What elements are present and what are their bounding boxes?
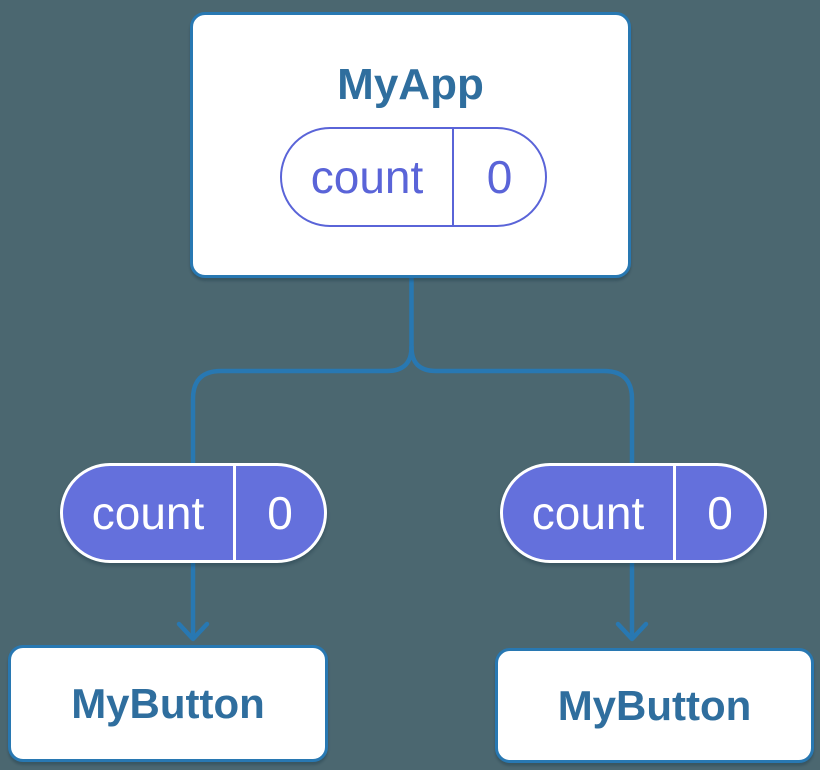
right-prop-value-label: 0 (707, 487, 733, 539)
right-props-pill: count 0 (500, 463, 767, 563)
myapp-card: MyApp count 0 (190, 12, 631, 278)
myapp-state-pill: count 0 (280, 127, 547, 227)
connector-right-branch (409, 344, 635, 639)
connector-left-branch (190, 344, 414, 639)
state-value-label: 0 (486, 151, 513, 203)
left-prop-pill-divider (233, 466, 236, 560)
arrowhead-down-left-icon (176, 621, 210, 642)
right-prop-pill-divider (673, 466, 676, 560)
mybutton-card-right: MyButton (495, 648, 814, 763)
left-prop-name-label: count (91, 487, 205, 539)
left-prop-value-label: 0 (267, 487, 293, 539)
left-props-pill: count 0 (60, 463, 327, 563)
mybutton-card-left: MyButton (8, 645, 328, 762)
myapp-title: MyApp (337, 60, 484, 109)
right-prop-name-label: count (531, 487, 645, 539)
state-name-label: count (310, 151, 424, 203)
mybutton-title-left: MyButton (71, 679, 265, 727)
arrowhead-down-right-icon (615, 621, 649, 642)
mybutton-title-right: MyButton (557, 681, 752, 729)
state-pill-divider (452, 129, 454, 225)
